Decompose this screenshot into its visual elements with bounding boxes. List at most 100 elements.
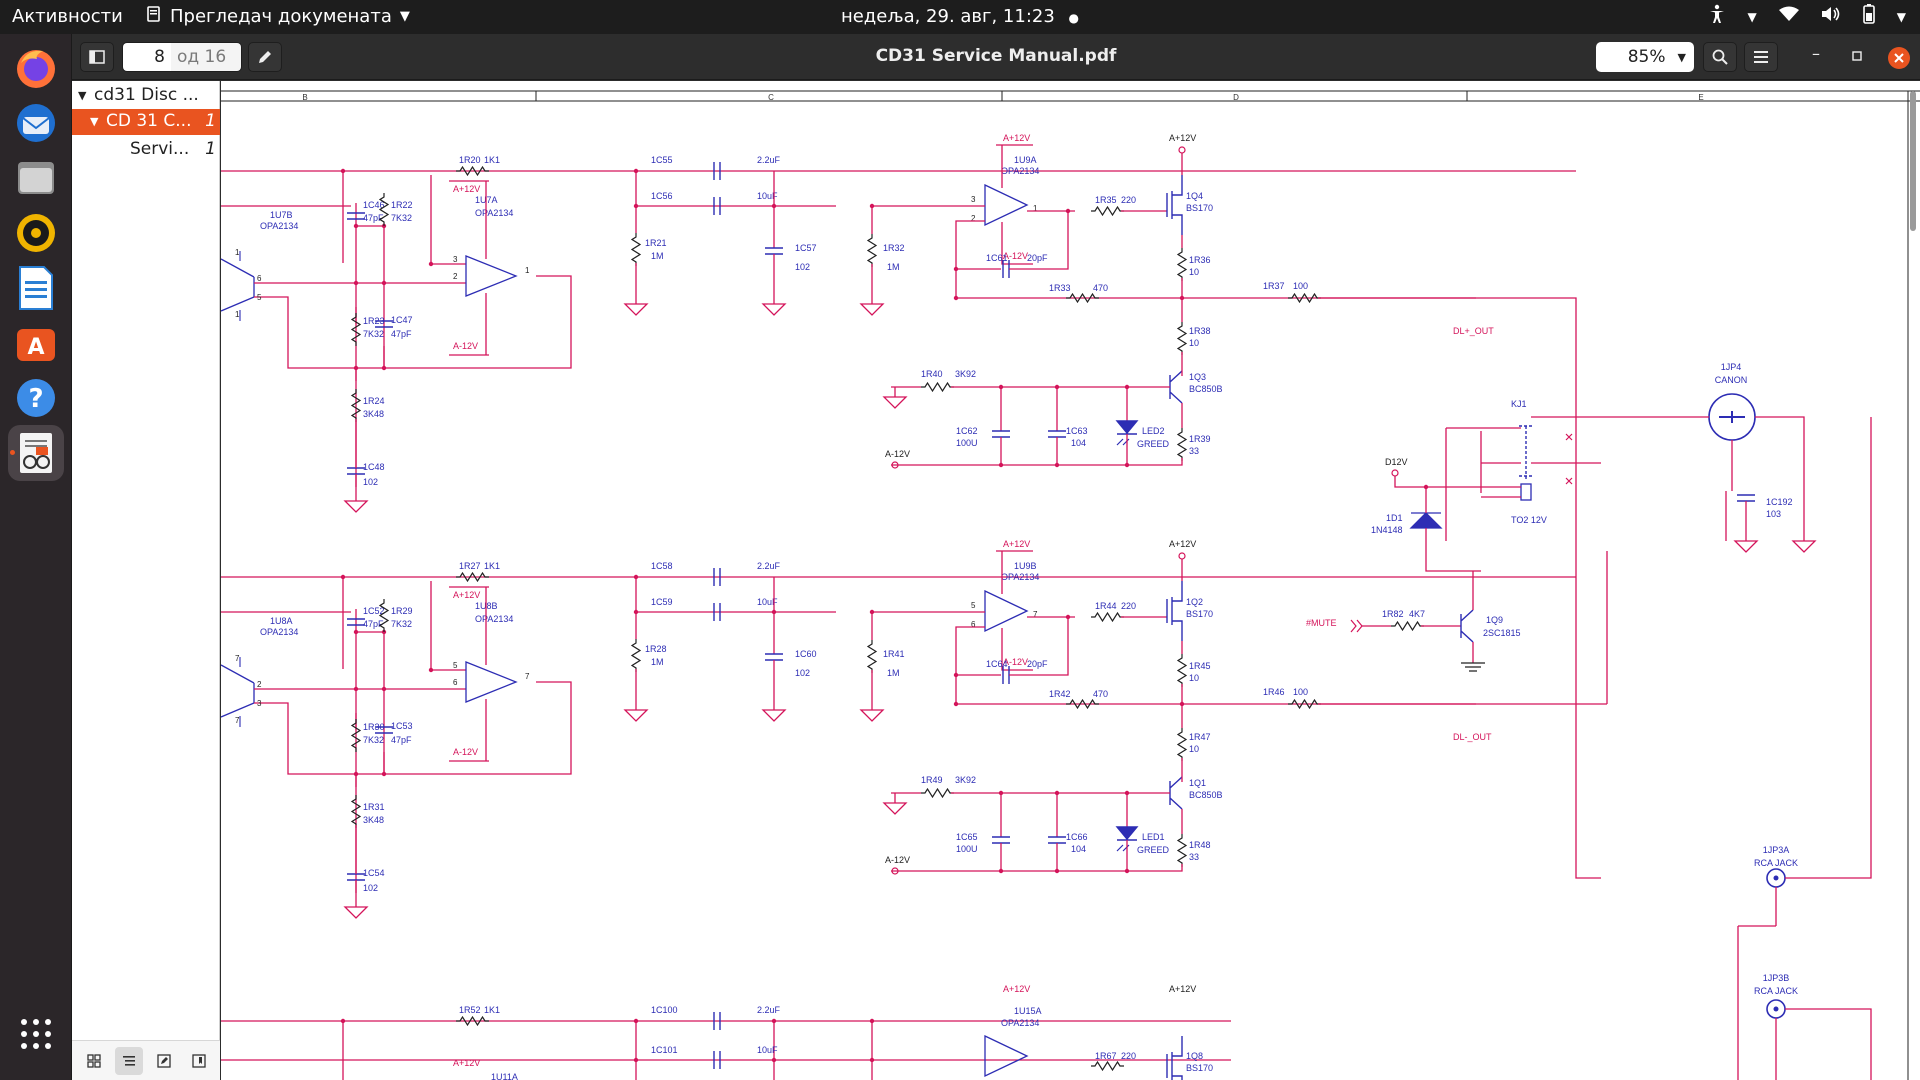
- terminal-symbol: [1391, 469, 1399, 477]
- vertical-scrollbar[interactable]: [1910, 91, 1916, 231]
- component-label: 1C64: [986, 659, 1008, 669]
- net-label: A+12V: [1003, 133, 1030, 143]
- component-label: 1R46: [1263, 687, 1285, 697]
- net-label: D12V: [1385, 457, 1408, 467]
- app-grid-icon[interactable]: [8, 1006, 64, 1062]
- junction-dot: [353, 771, 359, 777]
- opamp-symbol: [984, 183, 1029, 227]
- led-symbol: [1115, 826, 1139, 841]
- net-label: A+12V: [453, 590, 480, 600]
- libreoffice-writer-icon[interactable]: [8, 260, 64, 316]
- document-viewer-icon[interactable]: [8, 425, 64, 481]
- activities-button[interactable]: Активности: [12, 6, 123, 27]
- terminal-symbol: [1178, 552, 1186, 560]
- thunderbird-icon[interactable]: [8, 95, 64, 151]
- net-label: A+12V: [453, 1058, 480, 1068]
- junction-dot: [771, 1018, 777, 1024]
- outline-item[interactable]: ▼ cd31 Disc ...: [72, 83, 220, 109]
- ground-symbol: [343, 500, 369, 513]
- sidebar-toggle-button[interactable]: [80, 42, 114, 72]
- capacitor-symbol: [713, 162, 721, 180]
- outline-item[interactable]: ▼ CD 31 C... 1: [72, 109, 220, 135]
- bookmarks-tab[interactable]: [185, 1047, 213, 1075]
- component-label: 1R36: [1189, 255, 1211, 265]
- component-label: 1M: [651, 251, 664, 261]
- component-label: 1R41: [883, 649, 905, 659]
- outline-sidebar: ▼ cd31 Disc ... ▼ CD 31 C... 1 Servi... …: [72, 81, 220, 1080]
- component-label: RCA JACK: [1754, 858, 1798, 868]
- help-icon[interactable]: ?: [8, 370, 64, 426]
- resistor-symbol: [921, 381, 954, 393]
- app-menu[interactable]: Прегледач докумената ▼: [146, 6, 410, 27]
- wifi-icon[interactable]: [1778, 6, 1799, 27]
- net-label: #MUTE: [1306, 618, 1337, 628]
- component-label: 1Q9: [1486, 615, 1503, 625]
- page-count-label: од 16: [171, 43, 241, 71]
- page-number-input[interactable]: [123, 43, 171, 71]
- net-label: DL-_OUT: [1453, 732, 1492, 742]
- chevron-down-icon[interactable]: ▼: [1896, 9, 1906, 24]
- pin-number: 3: [971, 195, 976, 204]
- component-label: 1R32: [883, 243, 905, 253]
- resistor-symbol: [350, 389, 362, 422]
- maximize-button[interactable]: [1852, 46, 1862, 65]
- resistor-symbol: [1091, 611, 1124, 623]
- component-label: 1R23: [363, 316, 385, 326]
- component-label: 7K32: [363, 735, 384, 745]
- outline-item[interactable]: Servi... 1: [72, 137, 220, 163]
- chevron-down-icon[interactable]: ▼: [90, 115, 99, 128]
- zoom-selector[interactable]: 85% ▼: [1596, 42, 1694, 72]
- component-label: 100U: [956, 844, 978, 854]
- clock[interactable]: недеља, 29. авг, 11:23 ●: [841, 6, 1079, 27]
- resistor-symbol: [350, 795, 362, 828]
- svg-text:?: ?: [28, 384, 43, 414]
- net-label: A-12V: [885, 449, 910, 459]
- junction-dot: [353, 280, 359, 286]
- files-icon[interactable]: [8, 150, 64, 206]
- component-label: KJ1: [1511, 399, 1527, 409]
- component-label: 47pF: [391, 735, 412, 745]
- component-label: 104: [1071, 844, 1086, 854]
- firefox-icon[interactable]: [8, 40, 64, 96]
- thumbnails-tab[interactable]: [80, 1047, 108, 1075]
- pin-number: 3: [453, 255, 458, 264]
- junction-dot: [953, 672, 959, 678]
- annotate-button[interactable]: [248, 42, 282, 72]
- component-label: 1JP3B: [1763, 973, 1790, 983]
- sidebar-icon: [89, 50, 105, 64]
- component-label: 10uF: [757, 191, 778, 201]
- close-button[interactable]: [1887, 46, 1911, 74]
- wire: [384, 681, 572, 775]
- junction-dot: [953, 295, 959, 301]
- annotations-tab[interactable]: [150, 1047, 178, 1075]
- outline-tab[interactable]: [114, 1046, 143, 1075]
- component-label: 20pF: [1027, 659, 1048, 669]
- component-label: 100: [1293, 281, 1308, 291]
- component-label: 1C48: [363, 462, 385, 472]
- resistor-symbol: [1176, 322, 1188, 355]
- component-label: 1C55: [651, 155, 673, 165]
- ground-symbol: [859, 709, 885, 722]
- software-center-icon[interactable]: A: [8, 315, 64, 371]
- search-button[interactable]: [1703, 42, 1737, 72]
- component-label: 1C101: [651, 1045, 678, 1055]
- component-label: 1R24: [363, 396, 385, 406]
- wire: [955, 626, 1476, 705]
- resistor-symbol: [1176, 428, 1188, 461]
- system-tray[interactable]: ▼ ▼: [1708, 4, 1906, 29]
- volume-icon[interactable]: [1821, 5, 1841, 28]
- accessibility-icon[interactable]: [1708, 4, 1726, 29]
- rhythmbox-icon[interactable]: [8, 205, 64, 261]
- resistor-symbol: [1176, 654, 1188, 687]
- battery-icon[interactable]: [1862, 4, 1875, 29]
- menu-button[interactable]: [1744, 42, 1778, 72]
- net-label: A-12V: [885, 855, 910, 865]
- component-label: 10uF: [757, 597, 778, 607]
- component-label: BC850B: [1189, 790, 1223, 800]
- resistor-symbol: [456, 1015, 489, 1027]
- chevron-down-icon[interactable]: ▼: [78, 89, 87, 102]
- chevron-down-icon[interactable]: ▼: [1747, 9, 1757, 24]
- minimize-button[interactable]: –: [1812, 44, 1820, 63]
